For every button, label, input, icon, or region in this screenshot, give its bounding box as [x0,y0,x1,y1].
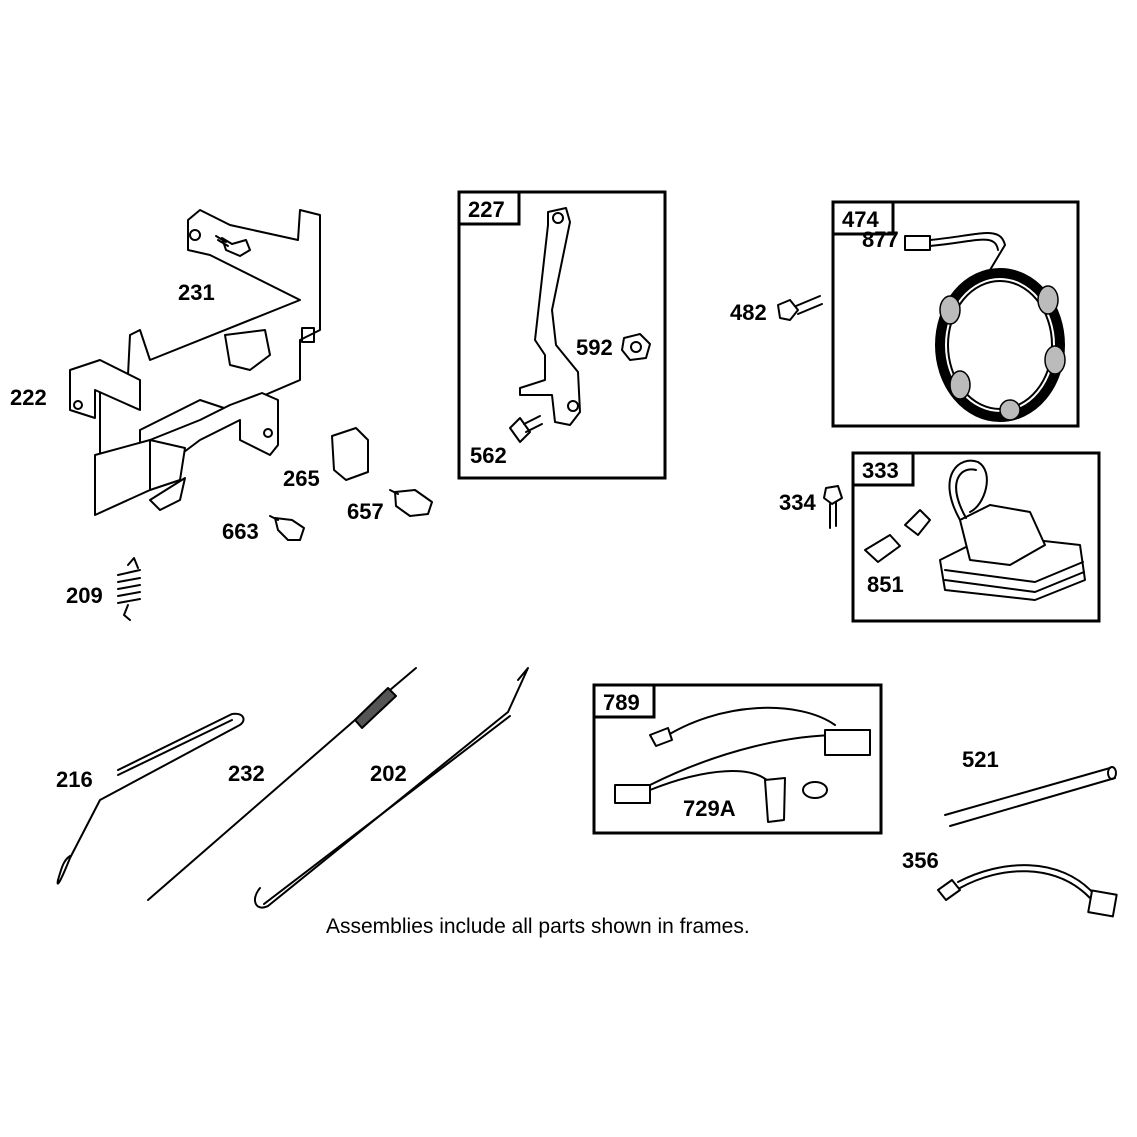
assembly-frame-227 [457,190,667,480]
assembly-tag-227 [457,190,521,226]
part-label-521: 521 [962,747,999,772]
assembly-tag-789 [592,683,656,719]
screw-657 [389,489,433,517]
assembly-tag-333 [851,451,915,487]
part-label-334: 334 [779,490,816,515]
part-label-657: 657 [347,499,384,524]
screw-562 [509,415,543,443]
part-label-265: 265 [283,466,320,491]
part-label-562: 562 [470,443,507,468]
assembly-frame-333 [851,451,1101,623]
part-label-232: 232 [228,761,265,786]
spring-209 [117,557,141,621]
part-label-231: 231 [178,280,215,305]
part-label-474: 474 [842,207,879,232]
bolt-482 [777,295,823,321]
tube-521 [944,766,1117,827]
assembly-tag-474 [831,200,895,236]
ignition-coil-333 [864,459,1086,601]
alternator-474 [904,232,1066,422]
part-label-851: 851 [867,572,904,597]
screw-231 [215,235,251,257]
governor-cable-232 [147,667,417,901]
part-label-222: 222 [10,385,47,410]
link-rod-216 [56,712,245,885]
part-label-663: 663 [222,519,259,544]
part-label-789: 789 [603,690,640,715]
assembly-frame-474 [831,200,1080,428]
throttle-rod-202 [253,667,529,909]
throttle-lever-227 [519,207,581,426]
diagram-caption: Assemblies include all parts shown in fr… [326,915,750,938]
part-label-333: 333 [862,458,899,483]
part-label-227: 227 [468,197,505,222]
part-label-209: 209 [66,583,103,608]
assembly-frame-789 [592,683,883,835]
part-label-216: 216 [56,767,93,792]
control-bracket-222 [69,209,321,516]
nut-592 [621,333,651,361]
part-label-202: 202 [370,761,407,786]
ground-wire-356 [937,864,1118,918]
part-label-729A: 729A [683,796,736,821]
screw-334 [823,485,843,529]
part-label-356: 356 [902,848,939,873]
part-label-482: 482 [730,300,767,325]
screw-663 [269,515,305,541]
wire-harness-789 [614,706,871,823]
part-label-592: 592 [576,335,613,360]
part-label-877: 877 [862,227,899,252]
clip-265 [331,427,369,481]
